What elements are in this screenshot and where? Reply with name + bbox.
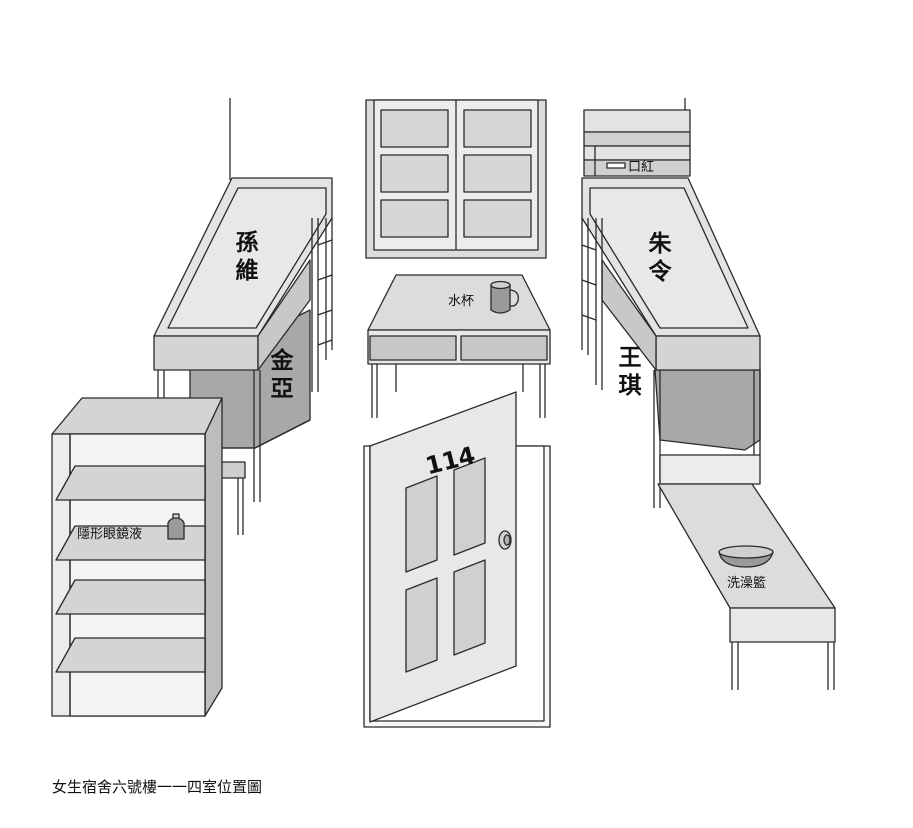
cup-label: 水杯 — [448, 294, 474, 309]
lipstick-label: 口紅 — [628, 160, 654, 175]
bottle-icon — [167, 513, 185, 540]
cup-icon — [490, 280, 519, 314]
person-left-top-char-1: 孫 — [236, 229, 259, 256]
person-label-left-top: 孫 維 — [236, 229, 259, 284]
person-left-bottom-char-2: 亞 — [271, 376, 294, 402]
wardrobe — [365, 99, 547, 259]
person-right-bottom-char-2: 琪 — [619, 373, 642, 399]
person-label-right-top: 朱 令 — [649, 231, 673, 285]
right-top-shelf — [583, 109, 691, 177]
person-label-right-bottom: 王 琪 — [619, 345, 642, 399]
contact-solution-label: 隱形眼鏡液 — [77, 527, 142, 542]
person-label-left-bottom: 金 亞 — [270, 347, 295, 402]
right-bench — [657, 454, 836, 690]
wash-basin-label: 洗澡籃 — [727, 576, 766, 591]
person-right-top-char-2: 令 — [649, 258, 673, 285]
diagram-caption: 女生宿舍六號樓一一四室位置圖 — [52, 778, 263, 796]
person-right-top-char-1: 朱 — [649, 231, 673, 257]
left-bookshelf — [51, 397, 223, 717]
person-left-top-char-2: 維 — [236, 257, 259, 284]
right-bunk-bed — [581, 177, 761, 508]
wash-basin-icon — [718, 545, 774, 568]
door — [363, 391, 551, 728]
person-right-bottom-char-1: 王 — [619, 345, 642, 371]
person-left-bottom-char-1: 金 — [270, 347, 295, 374]
